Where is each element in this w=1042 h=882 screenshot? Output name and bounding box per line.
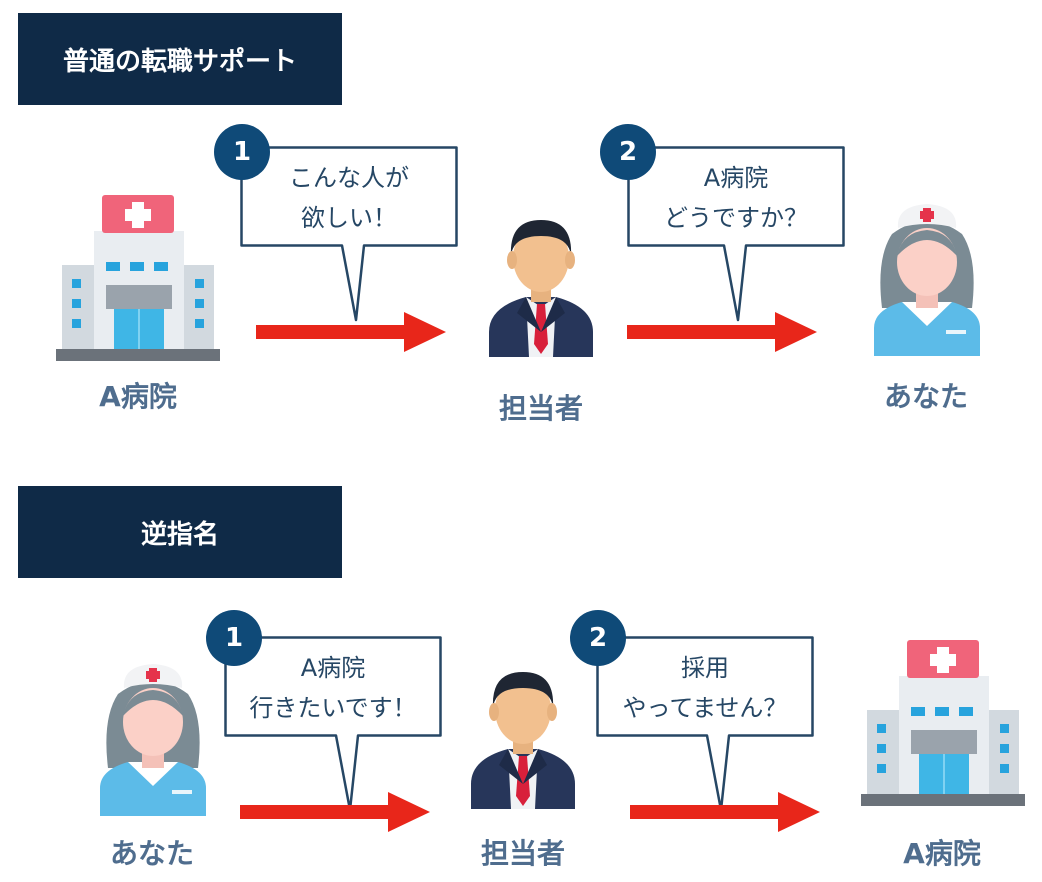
label-middle: 担当者 [498, 392, 583, 425]
speech-bubble-step1: A病院 行きたいです！ [224, 636, 442, 812]
bubble-line2: どうですか？ [664, 204, 808, 232]
bubble-line2: やってません？ [622, 694, 788, 722]
step-badge-1: 1 [214, 124, 270, 180]
hospital-icon [56, 195, 220, 361]
step-badge-2: 2 [600, 124, 656, 180]
bubble-line1: A病院 [300, 654, 366, 682]
arrow-right-icon [630, 792, 820, 832]
nurse-icon [874, 204, 980, 356]
arrow-right-icon [627, 312, 817, 352]
bubble-line2: 欲しい！ [301, 204, 397, 232]
label-right: A病院 [903, 837, 981, 870]
speech-bubble-shape [596, 636, 814, 812]
speech-bubble-shape [224, 636, 442, 812]
speech-bubble-shape [627, 146, 845, 322]
step-badge-1: 1 [206, 610, 262, 666]
label-left: A病院 [99, 380, 177, 413]
nurse-icon [100, 664, 206, 816]
speech-bubble-step2: 採用 やってません？ [596, 636, 814, 812]
label-left: あなた [109, 837, 194, 870]
section-title-reverse: 逆指名 [18, 486, 342, 578]
speech-bubble-shape [240, 146, 458, 322]
hospital-icon [861, 640, 1025, 806]
speech-bubble-step1: こんな人が 欲しい！ [240, 146, 458, 322]
label-middle: 担当者 [480, 837, 565, 870]
section-title-text: 普通の転職サポート [62, 46, 297, 77]
bubble-line1: こんな人が [289, 164, 409, 192]
label-right: あなた [883, 380, 968, 413]
bubble-line1: A病院 [703, 164, 769, 192]
bubble-line1: 採用 [681, 654, 729, 682]
businessman-icon [489, 220, 593, 357]
bubble-line2: 行きたいです！ [249, 694, 417, 722]
section-title-text: 逆指名 [140, 519, 219, 550]
section-title-normal: 普通の転職サポート [18, 13, 342, 105]
speech-bubble-step2: A病院 どうですか？ [627, 146, 845, 322]
businessman-icon [471, 672, 575, 809]
step-badge-2: 2 [570, 610, 626, 666]
arrow-right-icon [256, 312, 446, 352]
arrow-right-icon [240, 792, 430, 832]
